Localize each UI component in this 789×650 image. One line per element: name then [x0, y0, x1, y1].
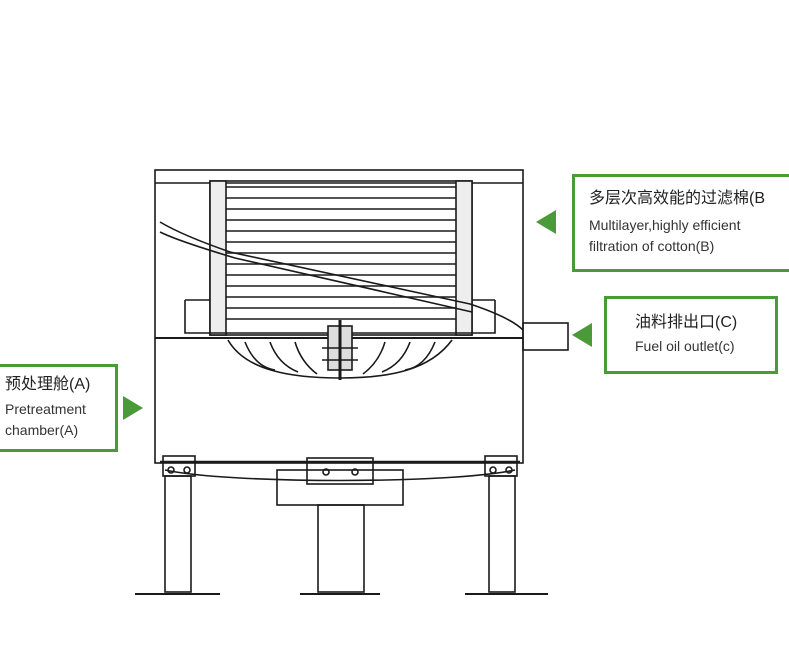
filter-label-cn: 多层次高效能的过滤棉(B: [589, 190, 766, 207]
center-bracket: [276, 457, 404, 595]
outlet-label-en: Fuel oil outlet(c): [635, 338, 735, 354]
filter-label-en-2: filtration of cotton(B): [589, 238, 715, 254]
arrow-filter-icon: [536, 210, 556, 234]
pretreatment-label-cn: 预处理舱(A): [5, 376, 91, 393]
callout-filter-cotton: 多层次高效能的过滤棉(B Multilayer,highly efficient…: [572, 174, 789, 272]
oil-outlet-nozzle: [522, 322, 569, 351]
diagonal-pipe: [159, 221, 524, 331]
callout-pretreatment-chamber: 预处理舱(A) Pretreatment chamber(A): [0, 364, 118, 452]
filter-label-en-1: Multilayer,highly efficient: [589, 217, 741, 233]
support-legs: [135, 455, 548, 595]
callout-oil-outlet: 油料排出口(C) Fuel oil outlet(c): [604, 296, 778, 374]
outlet-label-cn: 油料排出口(C): [635, 314, 738, 331]
filter-cartridge: [209, 180, 473, 336]
arrow-outlet-icon: [572, 323, 592, 347]
pretreatment-label-en-1: Pretreatment: [5, 401, 86, 417]
pretreatment-label-en-2: chamber(A): [5, 422, 79, 438]
arrow-pretreatment-icon: [123, 396, 143, 420]
fan-impeller: [227, 320, 453, 380]
